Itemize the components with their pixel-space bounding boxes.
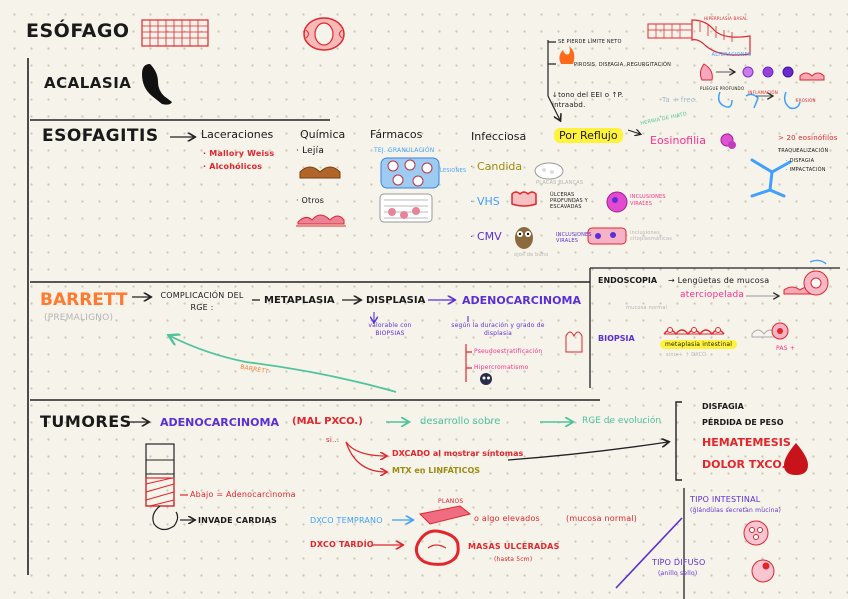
metaplasia-label: METAPLASIA bbox=[264, 295, 335, 306]
lower-adenocarcinoma: Abajo = Adenocarcinoma bbox=[190, 490, 296, 499]
dysplasia-label: DISPLASIA bbox=[366, 295, 425, 306]
cytoplasmic-inclusions: inclusiones citoplasmáticas bbox=[630, 230, 674, 242]
reflux-tone: ↓tono del EEI o ↑P. intraabd. bbox=[552, 90, 652, 110]
symptom-hematemesis: HEMATEMESIS bbox=[702, 436, 791, 449]
premalignant-label: (PREMALIGNO) bbox=[44, 313, 113, 323]
alterations-label: · ALTERACIONES bbox=[708, 52, 751, 58]
intestinal-type: TIPO INTESTINAL bbox=[690, 495, 760, 504]
velvety-label: aterciopelada bbox=[680, 290, 744, 300]
skull-icon bbox=[480, 373, 492, 385]
sino-note: sino + ↑ DXCO. bbox=[666, 352, 708, 358]
pseudostratification: Pseudoestratificación bbox=[474, 348, 542, 355]
page-title: ESÓFAGO bbox=[26, 20, 130, 42]
deep-fold-label: PLIEGUE PROFUNDO bbox=[700, 86, 744, 91]
symptom-weight-loss: PÉRDIDA DE PESO bbox=[702, 418, 784, 427]
esophagus-cardia-drawing bbox=[146, 444, 178, 530]
bird-beak-icon bbox=[142, 64, 172, 105]
reflux-limit: SE PIERDE LÍMITE NETO bbox=[558, 39, 622, 45]
intestinal-type-cells-icon bbox=[744, 521, 768, 545]
inflammation-label: INFLAMACIÓN bbox=[748, 90, 778, 95]
invades-cardia: INVADE CARDIAS bbox=[198, 516, 277, 525]
trachealization-icon bbox=[752, 160, 790, 196]
late-diagnosis: DXCO TARDÍO bbox=[310, 540, 374, 549]
lymphatic-metastasis: MTX en LINFÁTICOS bbox=[392, 466, 480, 475]
hyperchromatism: Hipercromatismo bbox=[474, 364, 529, 371]
biopsy-label: BIOPSIA bbox=[598, 334, 635, 343]
endoscopy-label: ENDOSCOPIA bbox=[598, 276, 657, 285]
dysphagia-label: · DISFAGIA bbox=[786, 158, 814, 164]
drugs-label: Fármacos bbox=[370, 128, 422, 141]
diffuse-type: TIPO DIFUSO bbox=[652, 558, 705, 567]
tumors-heading: TUMORES bbox=[40, 412, 132, 431]
cmv-item: · CMV bbox=[470, 230, 502, 243]
flat-label: PLANOS bbox=[438, 498, 463, 505]
trachealization-label: TRAQUEALIZACIÓN bbox=[778, 148, 829, 154]
esophagus-muscle-icon bbox=[142, 20, 208, 46]
early-diagnosis: DXCO TEMPRANO bbox=[310, 516, 383, 525]
mucosal-tongues: → Lengüetas de mucosa bbox=[668, 276, 769, 285]
granulation-tissue-label: TEJ. GRANULACIÓN bbox=[374, 147, 434, 154]
goblet-cells-icon bbox=[664, 328, 724, 335]
infectious-label: Infecciosa bbox=[471, 130, 526, 143]
ulcerated-masses: MASAS ULCERADAS bbox=[468, 542, 560, 551]
up-to-5cm: (hasta 5cm) bbox=[494, 556, 532, 563]
eosinophils-count: > 20 eosinófilos bbox=[778, 134, 838, 142]
lacerations-label: Laceraciones bbox=[201, 128, 273, 141]
normal-mucosa-note: mucosa normal bbox=[626, 305, 667, 311]
impaction-label: · IMPACTACIÓN bbox=[786, 167, 826, 173]
bad-prognosis: (MAL PXCO.) bbox=[292, 416, 363, 427]
basal-hyperplasia-label: HIPERPLASIA BASAL bbox=[704, 16, 748, 21]
biopsy-note: valorable con BIOPSIAS bbox=[358, 322, 422, 338]
cmv-cells-icon bbox=[588, 228, 626, 244]
if-note: si... bbox=[326, 436, 339, 444]
alcoholicos-item: · Alcohólicos bbox=[203, 162, 262, 171]
mallory-weiss-item: · Mallory Weiss bbox=[203, 149, 274, 158]
symptom-pain: DOLOR TXCO. bbox=[702, 458, 786, 471]
owl-eyes-note: ojos de búho bbox=[514, 252, 549, 258]
barrett-heading: BARRETT bbox=[40, 290, 128, 310]
adenocarcinoma-label: ADENOCARCINOMA bbox=[462, 294, 581, 307]
lejia-item: · Lejía bbox=[296, 146, 324, 156]
intestinal-type-note: (glándulas secretan mucina) bbox=[690, 507, 781, 514]
reflux-label: Por Reflujo bbox=[554, 128, 623, 143]
eosinophilic-label: Eosinofilia bbox=[650, 134, 706, 147]
vhs-item: · VHS bbox=[470, 195, 500, 208]
develops-over: desarrollo sobre bbox=[420, 416, 500, 427]
esophagus-reflux-drawing bbox=[648, 20, 750, 55]
otros-item: · Otros bbox=[296, 196, 324, 205]
rge-evolution: RGE de evolución bbox=[582, 416, 661, 426]
esophagus-lumen-icon bbox=[304, 18, 344, 50]
duration-note: según la duración y grado de displasia bbox=[448, 322, 548, 338]
signet-ring-cell-icon bbox=[752, 560, 774, 582]
candida-note: PLACAS BLANCAS bbox=[536, 180, 583, 186]
vhs-note: ÚLCERAS PROFUNDAS Y ESCAVADAS bbox=[550, 192, 602, 210]
granulation-tissue-icon bbox=[381, 158, 439, 188]
tumor-adenocarcinoma: ADENOCARCINOMA bbox=[160, 416, 279, 429]
diagnosed-on-symptoms: DXCADO al mostrar síntomas bbox=[392, 449, 523, 458]
pas-positive: PAS + bbox=[776, 345, 795, 352]
vhs-inclusions: INCLUSIONES VIRALES bbox=[630, 194, 670, 208]
lesions-label: LESIONES bbox=[440, 168, 466, 174]
slightly-elevated: o algo elevados bbox=[474, 514, 540, 523]
achalasia-heading: ACALASIA bbox=[44, 74, 131, 92]
reflux-symptoms: PIROSIS, DISFAGIA, REGURGITACIÓN bbox=[574, 62, 671, 68]
cmv-inclusions: INCLUSIONES VIRALES bbox=[556, 232, 586, 244]
candida-item: · Candida bbox=[470, 160, 522, 173]
intestinal-metaplasia: metaplasia intestinal bbox=[660, 340, 737, 349]
erosion-label: EROSIÓN bbox=[796, 98, 816, 103]
reflux-frequency: Ta + frec. bbox=[662, 96, 697, 104]
normal-mucosa: (mucosa normal) bbox=[566, 514, 637, 523]
esophagitis-heading: ESOFAGITIS bbox=[42, 126, 159, 146]
mucosa-lesion-icon bbox=[380, 194, 432, 222]
owl-icon bbox=[515, 227, 533, 249]
rge-complication: COMPLICACIÓN DEL RGE : bbox=[156, 290, 248, 314]
flame-icon bbox=[559, 46, 574, 64]
chemical-label: Química bbox=[300, 128, 345, 141]
diffuse-type-note: (anillo sello) bbox=[658, 570, 697, 577]
symptom-dysphagia: DISFAGIA bbox=[702, 402, 744, 411]
